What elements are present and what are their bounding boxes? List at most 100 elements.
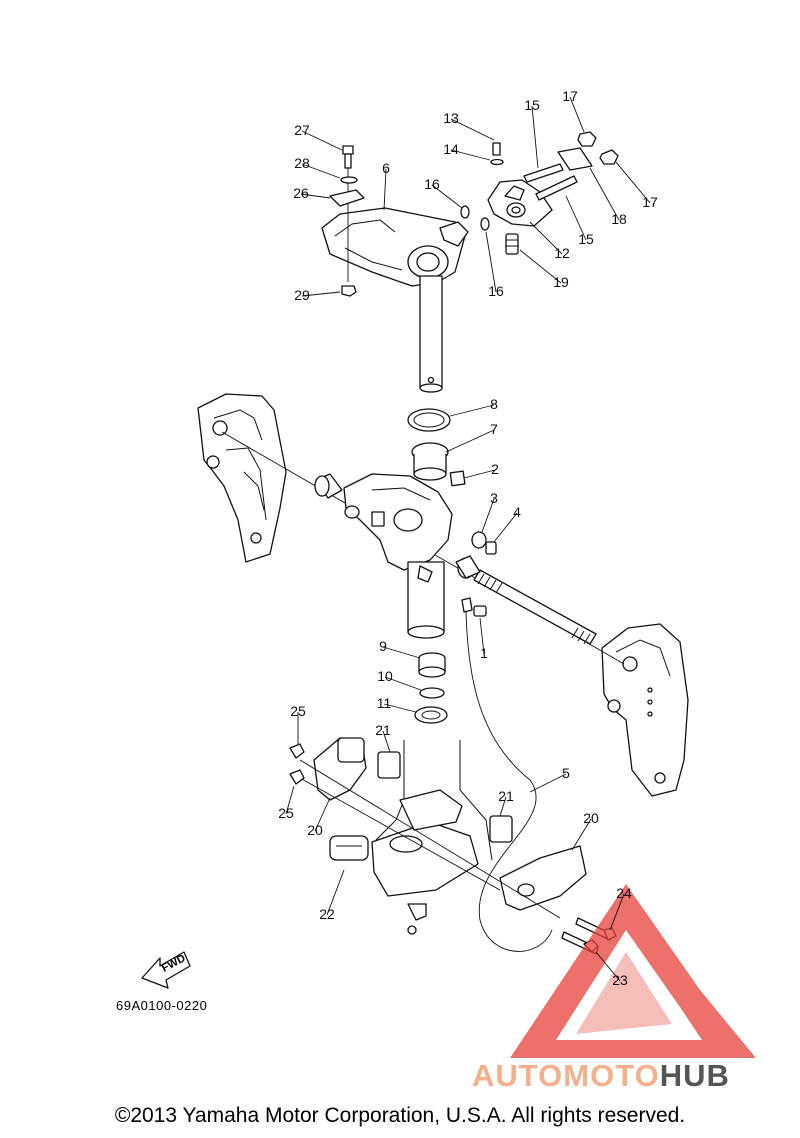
callout-23: 23 bbox=[612, 972, 628, 988]
leader-line bbox=[445, 429, 495, 453]
leader-line bbox=[529, 773, 567, 793]
bolt-13 bbox=[492, 142, 501, 156]
bushing-7 bbox=[411, 442, 449, 481]
callout-2: 2 bbox=[491, 461, 499, 477]
leader-line bbox=[609, 893, 625, 931]
leader-line bbox=[384, 676, 422, 691]
fwd-arrow-icon: FWD bbox=[141, 951, 191, 989]
seal-11 bbox=[414, 706, 448, 724]
lower-housing bbox=[371, 740, 493, 935]
leader-line bbox=[481, 498, 495, 533]
callout-3: 3 bbox=[490, 490, 498, 506]
callout-29: 29 bbox=[294, 287, 310, 303]
leader-line bbox=[450, 118, 495, 141]
bushing-right bbox=[455, 555, 481, 579]
leader-line bbox=[449, 404, 495, 417]
leader-line bbox=[569, 96, 585, 133]
leader-line bbox=[383, 703, 417, 713]
part-code: 69A0100-0220 bbox=[116, 998, 208, 1013]
leader-line bbox=[479, 617, 485, 655]
callout-1: 1 bbox=[480, 645, 488, 661]
stud-15b bbox=[535, 175, 578, 201]
clamp-bracket-right bbox=[601, 623, 689, 797]
grease-nipple-1 bbox=[473, 605, 487, 617]
leader-line bbox=[300, 193, 331, 199]
clip-26 bbox=[329, 189, 365, 207]
callout-22: 22 bbox=[319, 906, 335, 922]
nut-29 bbox=[341, 285, 357, 297]
callout-25: 25 bbox=[278, 805, 294, 821]
leader-line bbox=[485, 231, 497, 293]
bracket-12 bbox=[487, 179, 553, 227]
callout-11: 11 bbox=[377, 695, 392, 711]
grease-nipple-3 bbox=[471, 531, 487, 549]
leader-line bbox=[571, 818, 592, 851]
callout-16: 16 bbox=[424, 176, 440, 192]
clamp-bracket-left bbox=[197, 393, 287, 563]
leader-line bbox=[314, 797, 331, 832]
callout-4: 4 bbox=[513, 504, 521, 520]
ground-wire-5 bbox=[465, 611, 553, 952]
leader-line bbox=[463, 469, 496, 479]
leader-line bbox=[531, 105, 539, 169]
bushing-left bbox=[314, 473, 343, 499]
callout-17: 17 bbox=[642, 194, 658, 210]
callout-5: 5 bbox=[562, 765, 570, 781]
grease-nipple-4 bbox=[485, 541, 497, 555]
callout-24: 24 bbox=[616, 885, 632, 901]
callout-21: 21 bbox=[498, 788, 514, 804]
stud-15a bbox=[523, 163, 564, 183]
leader-line bbox=[493, 512, 518, 543]
leader-line bbox=[529, 221, 563, 255]
bolt-27 bbox=[342, 145, 354, 282]
leader-line bbox=[382, 646, 421, 659]
callout-7: 7 bbox=[490, 421, 498, 437]
mount-9 bbox=[418, 652, 446, 678]
leader-line bbox=[326, 869, 345, 916]
bolt-25-lower bbox=[289, 769, 305, 785]
watermark-logo-text: AUTOMOTOHUB bbox=[472, 1058, 730, 1093]
callout-21: 21 bbox=[375, 722, 391, 738]
o-ring-10 bbox=[419, 687, 445, 699]
watermark-logo-icon bbox=[510, 884, 756, 1058]
callout-27: 27 bbox=[294, 122, 310, 138]
leader-line bbox=[285, 785, 295, 815]
leader-line bbox=[301, 163, 341, 179]
leader-line bbox=[301, 130, 343, 151]
leader-line bbox=[383, 168, 387, 211]
callout-20: 20 bbox=[307, 822, 323, 838]
leader-line bbox=[499, 796, 507, 817]
wire-clip bbox=[461, 597, 473, 613]
callout-13: 13 bbox=[443, 110, 459, 126]
callout-9: 9 bbox=[379, 638, 387, 654]
leader-line bbox=[615, 161, 651, 204]
callout-14: 14 bbox=[443, 141, 459, 157]
steering-arm bbox=[321, 207, 469, 287]
plate-2 bbox=[449, 470, 466, 487]
leader-line bbox=[589, 167, 620, 221]
leader-line bbox=[565, 195, 587, 241]
callout-labels: 1234567891011121314151516161717181920202… bbox=[278, 88, 658, 988]
callout-10: 10 bbox=[377, 668, 393, 684]
mount-bracket-20-left bbox=[313, 737, 367, 801]
callout-25: 25 bbox=[290, 703, 306, 719]
leader-line bbox=[450, 149, 491, 161]
callout-26: 26 bbox=[293, 185, 309, 201]
rubber-21-lower bbox=[489, 815, 513, 843]
washer-16a bbox=[460, 205, 470, 219]
copyright-notice: ©2013 Yamaha Motor Corporation, U.S.A. A… bbox=[114, 1104, 686, 1127]
leader-line bbox=[595, 951, 621, 982]
callout-20: 20 bbox=[583, 810, 599, 826]
plate-18 bbox=[557, 147, 593, 171]
callout-17: 17 bbox=[562, 88, 578, 104]
steering-shaft bbox=[419, 275, 443, 393]
leader-line bbox=[301, 291, 341, 297]
callout-15: 15 bbox=[524, 97, 540, 113]
bolt-25-upper bbox=[289, 743, 305, 759]
callout-16: 16 bbox=[488, 283, 504, 299]
rubber-mount-22 bbox=[329, 835, 369, 861]
tilt-tube bbox=[473, 569, 597, 645]
washer-28 bbox=[340, 176, 358, 184]
